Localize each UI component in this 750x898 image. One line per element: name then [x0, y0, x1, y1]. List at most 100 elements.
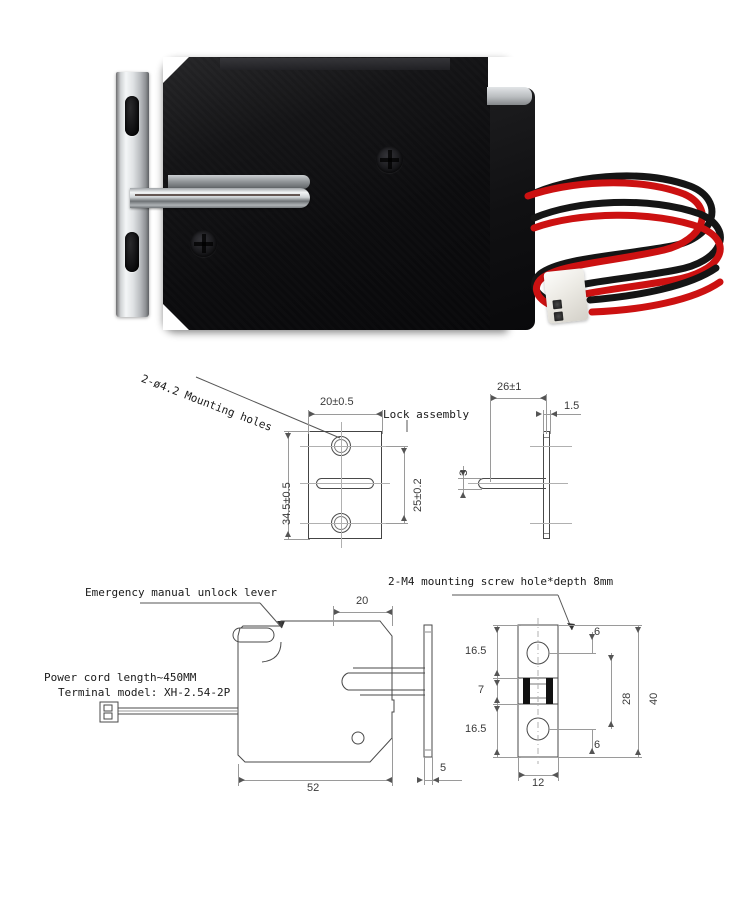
arrow-tongue-top	[460, 470, 466, 476]
ext-line-height-bottom	[284, 539, 310, 540]
side-plate-inner-line-2	[544, 533, 549, 534]
ext-line-tongue-top	[458, 478, 482, 479]
arrow-total-top	[635, 627, 641, 633]
dim-value-inner-height: 28	[621, 692, 633, 705]
arrow-spacing-top	[401, 448, 407, 454]
product-label-strip	[220, 58, 450, 70]
label-emergency-lever: Emergency manual unlock lever	[85, 586, 278, 599]
dim-value-height: 34.5±0.5	[281, 482, 293, 525]
arrow-middle-bottom	[494, 697, 500, 703]
ext-line-length-left	[238, 764, 239, 786]
arrow-edge-top	[589, 634, 595, 640]
bracket-hole-bottom-icon	[125, 232, 139, 272]
ext-line-total-top	[558, 625, 642, 626]
side-centerline-upper	[530, 446, 572, 447]
ext-line-upper-top	[493, 625, 521, 626]
ext-line-height-top	[284, 431, 310, 432]
arrow-upper-bottom	[494, 670, 500, 676]
ext-line-lower-top	[493, 704, 521, 705]
dim-value-total-length: 52	[307, 782, 320, 794]
dim-line-width	[308, 414, 382, 415]
ext-line-lower-bottom	[493, 757, 521, 758]
ext-line-length-right	[392, 738, 393, 786]
dim-line-lower	[497, 704, 498, 757]
dim-value-top-width: 20	[356, 595, 369, 607]
dim-line-middle	[497, 678, 498, 704]
dim-value-upper: 16.5	[465, 645, 487, 657]
dim-line-inner-height	[611, 653, 612, 729]
dim-value-lower: 16.5	[465, 723, 487, 735]
dim-line-plate-width	[518, 775, 558, 776]
arrow-lower-top	[494, 706, 500, 712]
arrow-width-right	[376, 411, 382, 417]
dim-line-hole-spacing	[404, 446, 405, 523]
latch-tongue	[130, 188, 310, 208]
dim-line-total-length	[238, 780, 392, 781]
dim-line-depth	[490, 398, 546, 399]
phillips-screw-upper	[376, 146, 403, 173]
arrow-length-left	[239, 777, 245, 783]
emergency-lever-tab	[487, 87, 532, 105]
arrow-height-top	[285, 433, 291, 439]
latch-seam	[135, 194, 300, 196]
side-plate-inner-line	[544, 437, 549, 438]
arrow-height-bottom	[285, 531, 291, 537]
ext-line-spacing-bottom	[386, 523, 408, 524]
ext-line-total-bottom	[558, 757, 642, 758]
mounting-plate-front	[308, 431, 382, 539]
latch-tongue-upper	[168, 175, 310, 189]
label-m4-screw-hole: 2-M4 mounting screw hole*depth 8mm	[388, 575, 614, 588]
dim-line-total-height	[638, 625, 639, 757]
arrow-lower-bottom	[494, 749, 500, 755]
arrow-spacing-bottom	[401, 515, 407, 521]
label-lock-assembly: Lock assembly	[383, 408, 470, 421]
ext-line-plate-right	[432, 757, 433, 785]
ext-line-plate-width-right	[558, 757, 559, 781]
dim-line-height	[288, 431, 289, 539]
dim-value-plate-thickness-bottom: 5	[440, 762, 447, 774]
connector-pin-1	[552, 299, 563, 310]
arrow-inner-bottom	[608, 721, 614, 727]
dim-value-middle: 7	[478, 684, 485, 696]
arrow-middle-top	[494, 680, 500, 686]
dim-value-tongue-thickness: 3	[458, 469, 470, 476]
arrow-plate-left	[417, 777, 423, 783]
arrow-plate-width-left	[519, 772, 525, 778]
ext-line-width-left	[308, 410, 309, 434]
arrow-upper-top	[494, 627, 500, 633]
arrow-depth-right	[540, 395, 546, 401]
plate-centerline-hole-top	[300, 446, 390, 447]
dim-line-edge-top	[592, 632, 593, 654]
arrow-depth-left	[491, 395, 497, 401]
arrow-total-bottom	[635, 749, 641, 755]
arrow-length-right	[386, 777, 392, 783]
dim-value-total-height: 40	[648, 692, 660, 705]
dim-value-hole-spacing: 25±0.2	[412, 478, 424, 512]
label-power-cord-length: Power cord length~450MM	[44, 671, 197, 684]
plate-centerline-hole-bottom	[300, 523, 390, 524]
arrow-inner-top	[608, 655, 614, 661]
ext-line-edge-top	[548, 653, 596, 654]
dim-line-edge-bottom	[592, 729, 593, 753]
ext-line-thickness-left	[543, 410, 544, 434]
ext-line-top-width-left	[333, 606, 334, 626]
ext-line-top-width-right	[392, 606, 393, 626]
dim-value-plate-thickness: 1.5	[564, 400, 580, 412]
ext-line-spacing-top	[386, 446, 408, 447]
phillips-screw-lower	[190, 230, 217, 257]
dim-line-upper	[497, 625, 498, 678]
dim-value-width: 20±0.5	[320, 396, 354, 408]
dim-line-top-width	[333, 612, 392, 613]
ext-line-plate-width-left	[518, 757, 519, 781]
dim-value-edge-top: 6	[594, 626, 601, 638]
arrow-width-left	[309, 411, 315, 417]
dim-value-depth: 26±1	[497, 381, 522, 393]
label-terminal-model: Terminal model: XH-2.54-2P	[58, 686, 231, 699]
dim-line-thickness	[543, 414, 581, 415]
arrow-edge-bottom	[589, 748, 595, 754]
bracket-hole-top-icon	[125, 96, 139, 136]
arrow-thickness-2	[551, 411, 557, 417]
side-centerline-lower	[530, 523, 572, 524]
arrow-plate-right	[433, 777, 439, 783]
